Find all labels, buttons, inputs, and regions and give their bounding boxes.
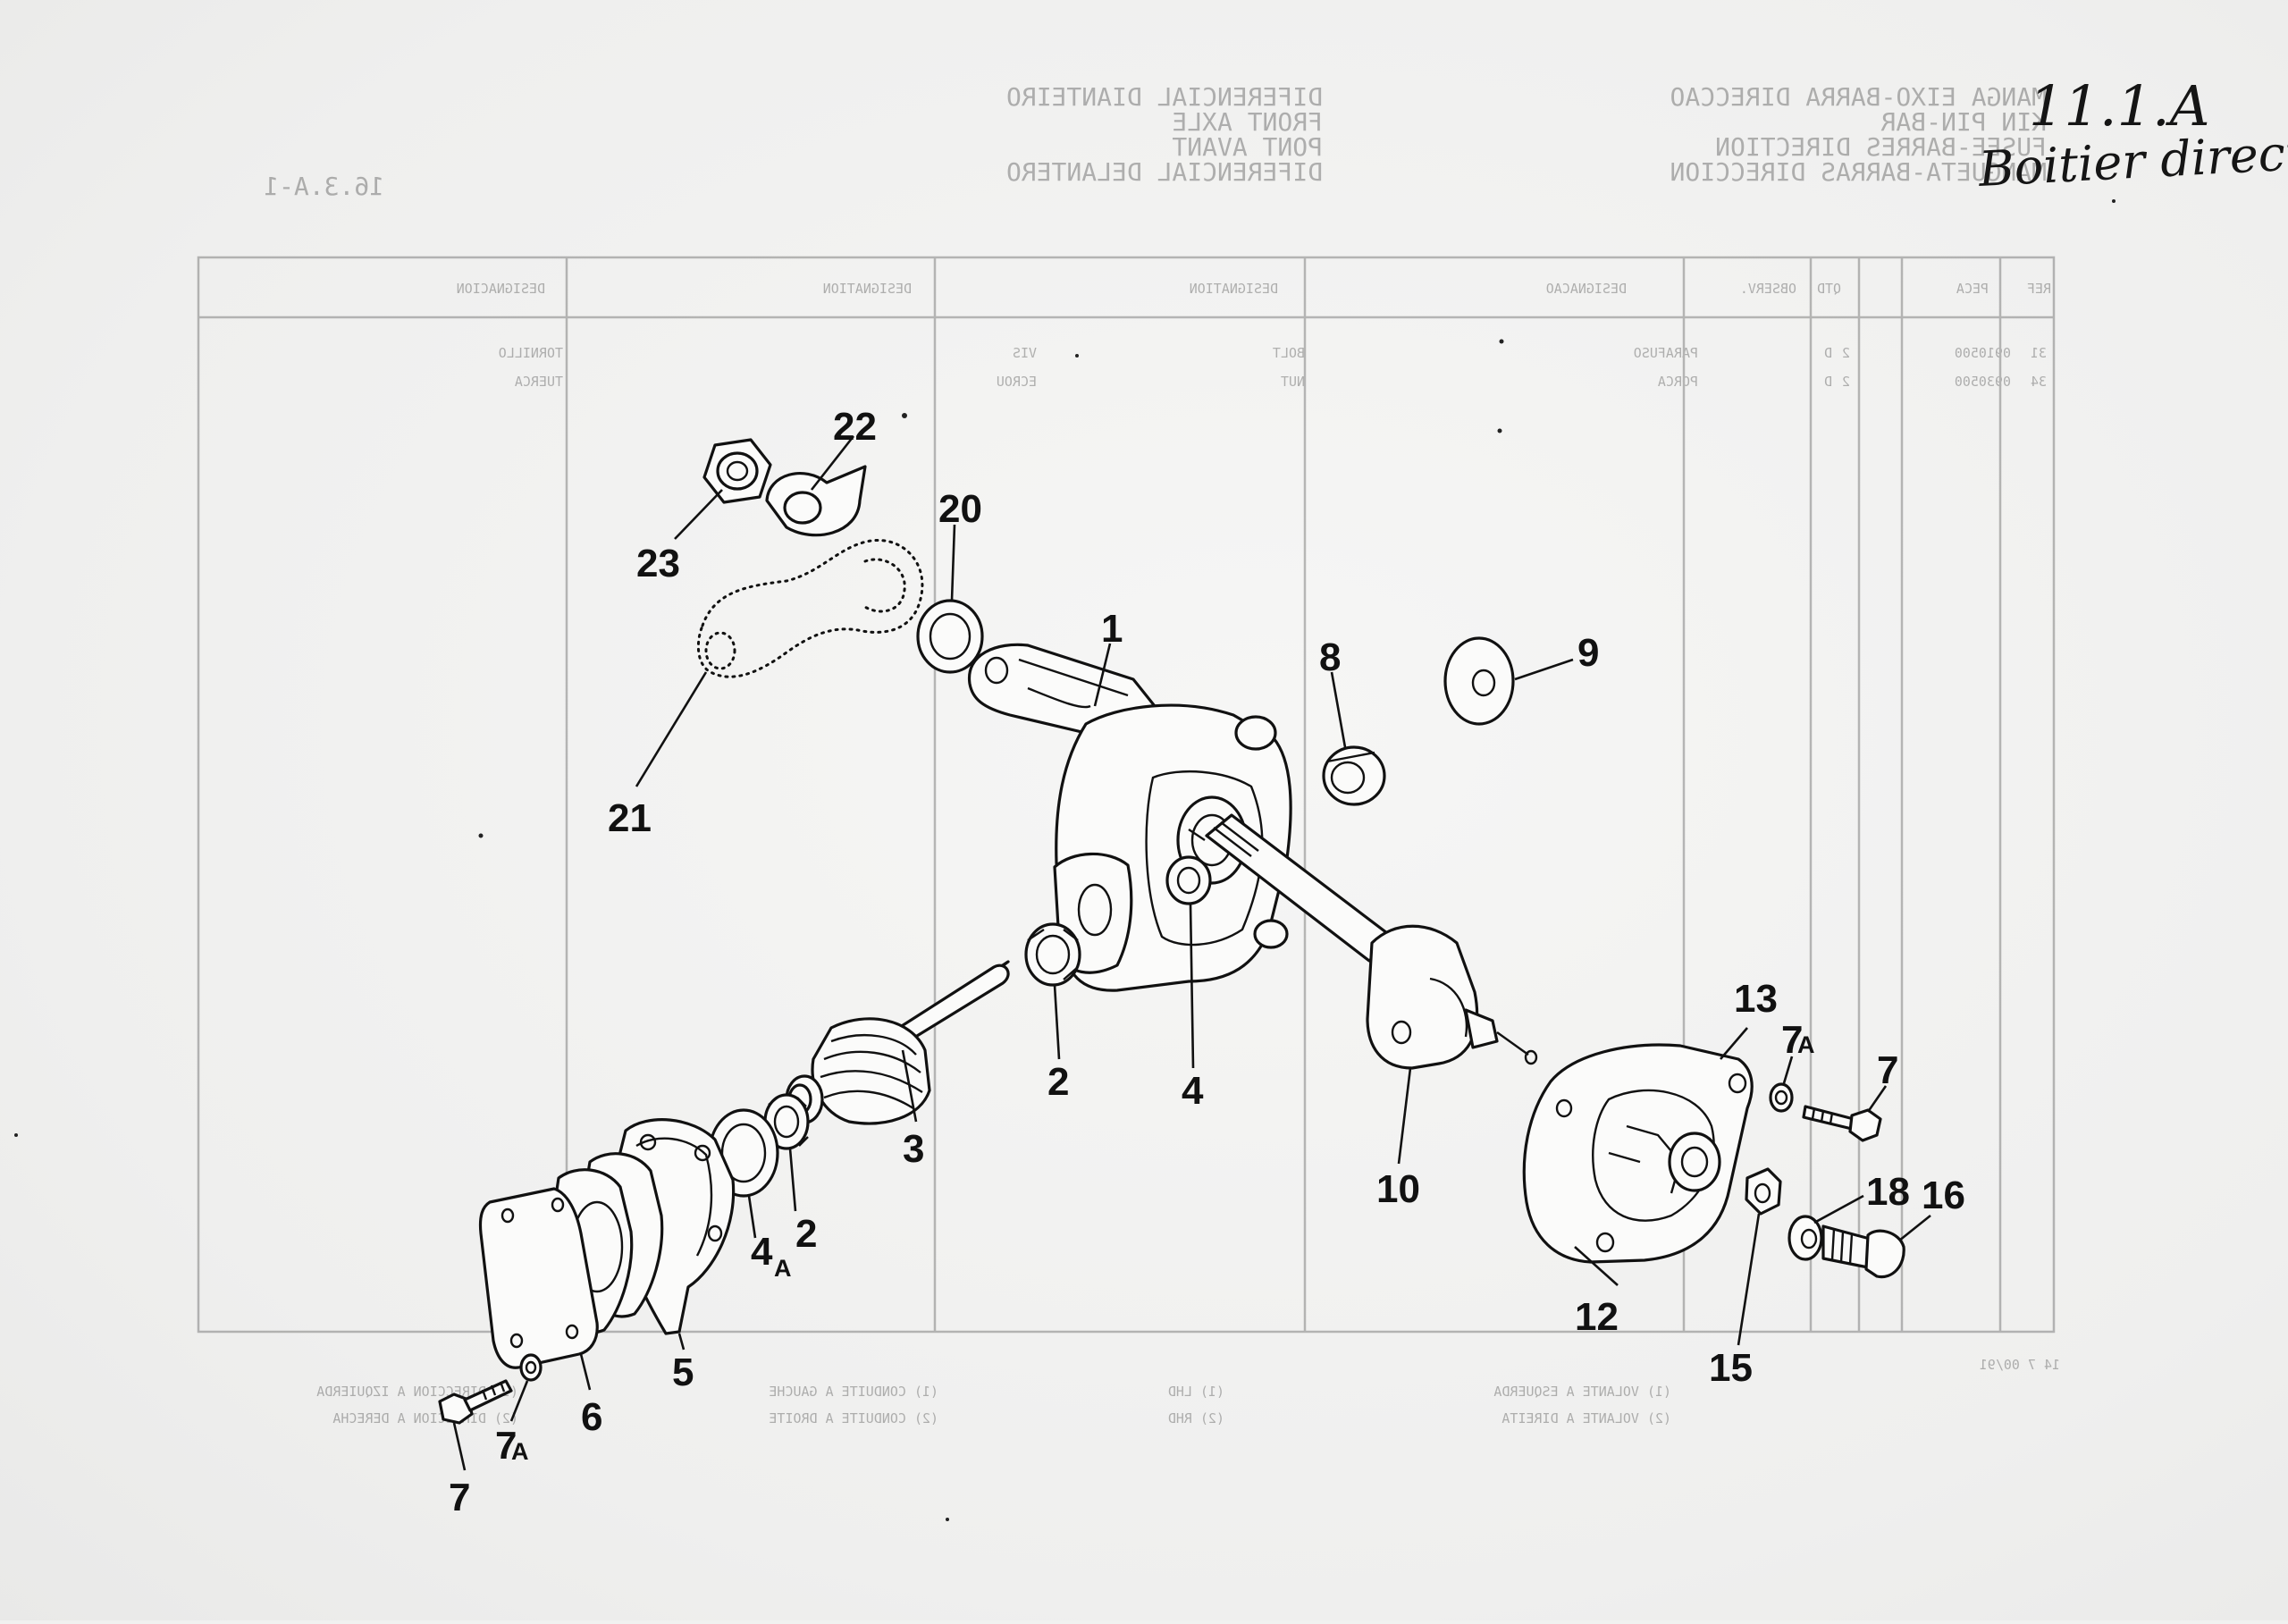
callout-20: 20	[938, 487, 982, 531]
ghost-th-peca: PECA	[1956, 281, 1989, 297]
ghost-header-mid-3: PONT AVANT	[1172, 132, 1323, 162]
part-15-adjuster-nut	[1745, 1167, 1782, 1216]
ghost-r2-fr: ECROU	[997, 374, 1037, 390]
ghost-r1-obs: D	[1824, 345, 1832, 361]
ghost-th-qtd: QTD	[1817, 281, 1841, 297]
part-23-hex-nut	[702, 438, 772, 504]
callout-7-lower: 7	[449, 1476, 470, 1519]
ghost-th-desig-en: DESIGNATION	[1190, 281, 1278, 297]
callout-6: 6	[581, 1395, 602, 1439]
part-7a-washer-lower	[519, 1353, 543, 1382]
ghost-r2-peca: 0930500	[1955, 374, 2011, 390]
ghost-r2-qtd: 2	[1842, 374, 1850, 390]
ghost-foot-2b: (2) RHD	[1168, 1410, 1224, 1426]
part-10-column-shaft	[1188, 813, 1538, 1070]
part-22-tab-washer	[765, 465, 867, 537]
ghost-foot-3b: (2) CONDUITE A DROITE	[769, 1410, 938, 1426]
ghost-header-mid-1: DIFERENCIAL DIANTEIRO	[1006, 82, 1323, 112]
part-7-bolt-lower	[438, 1379, 513, 1425]
callout-1: 1	[1101, 607, 1123, 651]
part-9-washer	[1443, 636, 1515, 726]
ghost-header-left-2: KIN PIN-BAR	[1880, 107, 2047, 137]
callout-4a: 4	[751, 1230, 773, 1274]
ghost-foot-3a: (1) CONDUITE A GAUCHE	[769, 1384, 938, 1400]
part-6-end-plate	[478, 1187, 599, 1369]
callout-4a-sub: A	[774, 1255, 792, 1282]
ghost-r1-pt: PARAFUSO	[1634, 345, 1698, 361]
ghost-r2-es: TUERCA	[515, 374, 563, 390]
ghost-th-ref: REF	[2027, 281, 2051, 297]
part-21-drop-arm-dotted	[696, 538, 924, 678]
callout-9: 9	[1577, 631, 1599, 675]
callout-7-upper: 7	[1877, 1048, 1898, 1092]
ghost-r2-en: NUT	[1281, 374, 1305, 390]
part-20-seal-ring	[916, 599, 984, 674]
callout-7a-lower-sub: A	[511, 1438, 529, 1465]
ghost-r1-ref: 31	[2031, 345, 2047, 361]
callout-15: 15	[1709, 1346, 1753, 1390]
ghost-th-obs: OBSERV.	[1740, 281, 1796, 297]
ghost-r1-es: TORNILLO	[499, 345, 563, 361]
callout-22: 22	[833, 405, 877, 449]
callout-7a-upper: 7	[1781, 1018, 1803, 1062]
callout-2-lower: 2	[795, 1212, 817, 1256]
ghost-foot-4b: (2) DIRECCION A DERECHA	[332, 1410, 518, 1426]
ghost-r2-ref: 34	[2031, 374, 2047, 390]
callout-labels: 23 22 20 21 1 8 9 2 4 3 2 4 A 5 6 7 7 A …	[449, 405, 1965, 1519]
ghost-r1-fr: VIS	[1013, 345, 1037, 361]
part-8-bushing	[1322, 745, 1386, 806]
callout-16: 16	[1922, 1174, 1965, 1217]
ghost-foot-1a: (1) VOLANTE A ESQUERDA	[1493, 1384, 1671, 1400]
part-12-side-cover	[1522, 1043, 1754, 1264]
ghost-header-left-4: MANGUETA-BARRAS DIRECCION	[1670, 157, 2047, 187]
part-16-filler-plug	[1821, 1224, 1905, 1279]
callout-23: 23	[636, 542, 680, 585]
part-18-washer	[1788, 1215, 1823, 1261]
leader-lines	[452, 435, 1931, 1471]
callout-7a-lower: 7	[495, 1424, 517, 1468]
handwritten-page-ref: 11.1.A	[2029, 73, 2210, 139]
ghost-header-left-1: MANGA EIXO-BARRA DIRECCAO	[1670, 82, 2047, 112]
ghost-foot-1b: (2) VOLANTE A DIREITA	[1502, 1410, 1671, 1426]
callout-7a-upper-sub: A	[1797, 1031, 1815, 1058]
callout-18: 18	[1866, 1170, 1910, 1214]
callout-12: 12	[1575, 1295, 1619, 1339]
callout-8: 8	[1319, 635, 1341, 679]
part-7a-washer-upper	[1769, 1082, 1794, 1113]
callout-13: 13	[1734, 977, 1778, 1021]
part-3-worm-shaft	[785, 960, 1010, 1125]
ghost-foot-code: 14 7 00/91	[1980, 1357, 2060, 1373]
callout-5: 5	[672, 1351, 694, 1394]
ghost-page-code: 16.3.A-1	[264, 172, 384, 201]
callout-3: 3	[903, 1127, 924, 1171]
ghost-th-desig-fr: DESIGNATION	[823, 281, 912, 297]
callout-21: 21	[608, 796, 652, 840]
ghost-header-left-3: FUSEE-BARRES DIRECTION	[1715, 132, 2047, 162]
ghost-r1-qtd: 2	[1842, 345, 1850, 361]
ghost-th-desig-pt: DESIGNACAO	[1546, 281, 1627, 297]
ghost-r2-pt: PORCA	[1658, 374, 1698, 390]
ghost-foot-2a: (1) LHD	[1168, 1384, 1224, 1400]
scan-specks	[14, 199, 2116, 1521]
ghost-r1-peca: 0910500	[1955, 345, 2011, 361]
ghost-r1-en: BOLT	[1273, 345, 1305, 361]
callout-10: 10	[1376, 1167, 1420, 1211]
ghost-header-mid-4: DIFERENCIAL DELANTERO	[1006, 157, 1323, 187]
ghost-r2-obs: D	[1824, 374, 1832, 390]
ghost-header-mid-2: FRONT AXLE	[1172, 107, 1323, 137]
callout-2-upper: 2	[1047, 1060, 1069, 1104]
ghost-foot-4a: (1) DIRECCION A IZQUIERDA	[316, 1384, 518, 1400]
bleed-through-layer: MANGA EIXO-BARRA DIRECCAO KIN PIN-BAR FU…	[197, 82, 2060, 1426]
ghost-th-desig-es: DESIGNACION	[457, 281, 545, 297]
callout-4: 4	[1182, 1069, 1204, 1113]
part-1-steering-box-housing	[967, 643, 1292, 992]
part-2-bearing-upper	[1024, 922, 1081, 987]
